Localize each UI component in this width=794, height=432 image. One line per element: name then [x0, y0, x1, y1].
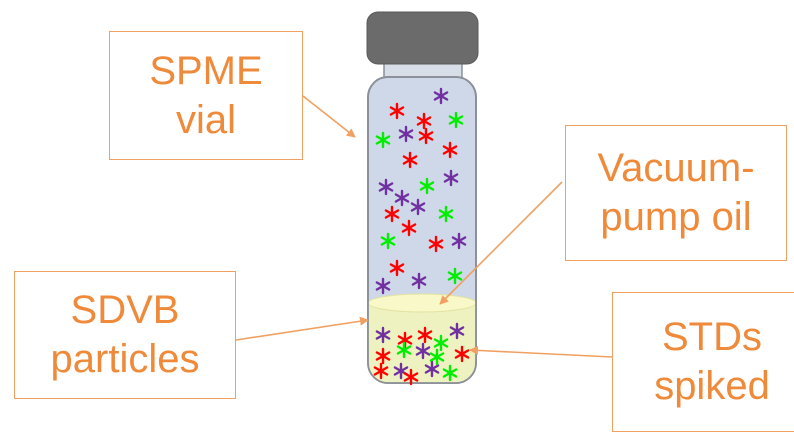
molecule-purple-particles-0 — [375, 326, 391, 344]
molecule-green-particles-6 — [396, 341, 412, 359]
stds-spiked-label-line2: spiked — [654, 364, 770, 408]
arrow-spme-vial — [302, 95, 356, 138]
molecule-purple-vapor-19 — [411, 272, 427, 290]
stds-spiked-label: STDs spiked — [612, 292, 794, 432]
molecule-red-particles-11 — [403, 368, 419, 386]
oil-layer — [368, 293, 476, 313]
molecule-purple-vapor-23 — [394, 189, 410, 207]
molecule-green-vapor-4 — [375, 131, 391, 149]
molecule-green-vapor-15 — [380, 232, 396, 250]
molecule-purple-vapor-12 — [410, 198, 426, 216]
stds-spiked-label-line1: STDs — [662, 315, 762, 360]
molecule-red-vapor-2 — [416, 112, 432, 130]
molecules-group — [373, 87, 470, 386]
molecule-purple-vapor-17 — [451, 232, 467, 250]
vial-outline — [367, 76, 477, 384]
sdvb-particles-label: SDVB particles — [14, 271, 236, 399]
molecule-purple-particles-12 — [424, 360, 440, 378]
molecule-red-vapor-18 — [389, 259, 405, 277]
molecule-red-particles-5 — [375, 347, 391, 365]
molecule-red-vapor-1 — [389, 102, 405, 120]
molecule-red-vapor-22 — [418, 127, 434, 145]
molecule-purple-vapor-5 — [398, 125, 414, 143]
sdvb-particles-label-line1: SDVB — [70, 288, 180, 333]
molecule-red-particles-2 — [417, 326, 433, 344]
molecule-red-vapor-7 — [402, 151, 418, 169]
molecule-red-vapor-6 — [442, 141, 458, 159]
molecule-green-vapor-9 — [419, 177, 435, 195]
molecule-green-particles-4 — [433, 334, 449, 352]
molecule-red-vapor-11 — [384, 205, 400, 223]
spme-vial-label: SPME vial — [109, 31, 303, 160]
molecule-purple-vapor-21 — [375, 277, 391, 295]
spme-vial-label-line2: vial — [175, 97, 237, 142]
arrow-vacuum-pump-oil — [439, 181, 563, 305]
molecule-red-vapor-16 — [428, 235, 444, 253]
molecule-purple-particles-3 — [449, 322, 465, 340]
molecule-red-particles-8 — [454, 345, 470, 363]
arrow-sdvb-particles — [235, 316, 369, 341]
molecule-green-vapor-3 — [448, 111, 464, 129]
molecule-green-particles-13 — [442, 364, 458, 382]
vacuum-pump-oil-label: Vacuum- pump oil — [565, 125, 787, 261]
molecule-purple-particles-7 — [415, 342, 431, 360]
vacuum-pump-oil-label-line1: Vacuum- — [597, 146, 755, 191]
molecule-green-vapor-13 — [438, 205, 454, 223]
molecule-green-vapor-20 — [447, 267, 463, 285]
vacuum-pump-oil-label-line2: pump oil — [600, 195, 752, 239]
sdvb-particles-label-line2: particles — [50, 337, 200, 381]
vial-cap — [366, 11, 479, 65]
spme-vial-diagram — [235, 11, 613, 386]
molecule-red-vapor-14 — [401, 219, 417, 237]
spme-vial-label-line1: SPME — [149, 48, 263, 93]
molecule-purple-vapor-10 — [443, 169, 459, 187]
molecule-green-particles-14 — [429, 348, 445, 366]
molecule-purple-vapor-8 — [378, 178, 394, 196]
molecule-purple-vapor-0 — [433, 87, 449, 105]
molecule-red-particles-9 — [373, 362, 389, 380]
arrow-stds-spiked — [469, 345, 613, 358]
